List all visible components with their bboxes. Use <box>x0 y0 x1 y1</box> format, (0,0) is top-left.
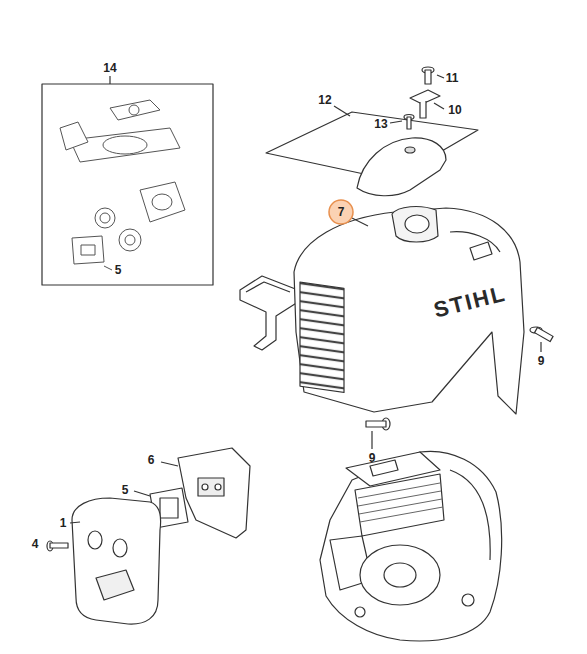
grille <box>300 282 344 392</box>
callout-number: 10 <box>448 104 461 116</box>
gasket-set <box>60 100 185 270</box>
screw-9-lower <box>366 418 390 449</box>
callout-number: 11 <box>446 72 459 84</box>
callout-number: 5 <box>122 484 129 496</box>
leader-line <box>352 218 368 226</box>
engine-assembly <box>320 451 502 641</box>
bracket <box>240 276 298 350</box>
muffler <box>72 498 161 624</box>
leader-line <box>109 76 110 84</box>
screw-11 <box>422 67 444 84</box>
kit-box <box>42 84 213 285</box>
highlight-callout: 7 <box>328 199 354 225</box>
callout-number: 12 <box>318 94 331 106</box>
leader-line <box>334 106 350 116</box>
callout-number: 5 <box>115 264 122 276</box>
callout-number: 1 <box>60 517 67 529</box>
screw-13 <box>390 115 414 130</box>
callout-circle-shape <box>329 200 353 224</box>
callout-number: 7 <box>338 206 345 218</box>
cap <box>357 138 446 196</box>
plate-6 <box>178 448 250 538</box>
screw-4 <box>47 541 68 551</box>
callout-number: 9 <box>369 452 376 464</box>
callout-number: 9 <box>538 355 545 367</box>
callout-number: 4 <box>32 538 39 550</box>
screw-9-right <box>530 327 553 352</box>
callout-number: 13 <box>374 118 387 130</box>
clip-10 <box>410 90 444 118</box>
callout-number: 6 <box>148 454 155 466</box>
callout-number: 14 <box>103 62 116 74</box>
